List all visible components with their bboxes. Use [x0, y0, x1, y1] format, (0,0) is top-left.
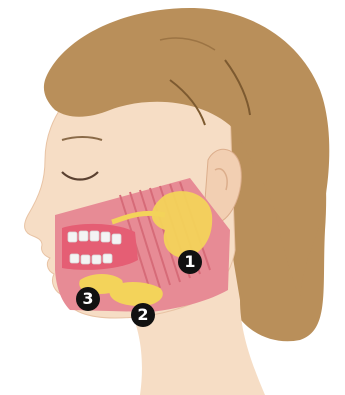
marker-2: 2: [131, 303, 155, 327]
marker-3: 3: [76, 287, 100, 311]
marker-1: 1: [178, 250, 202, 274]
